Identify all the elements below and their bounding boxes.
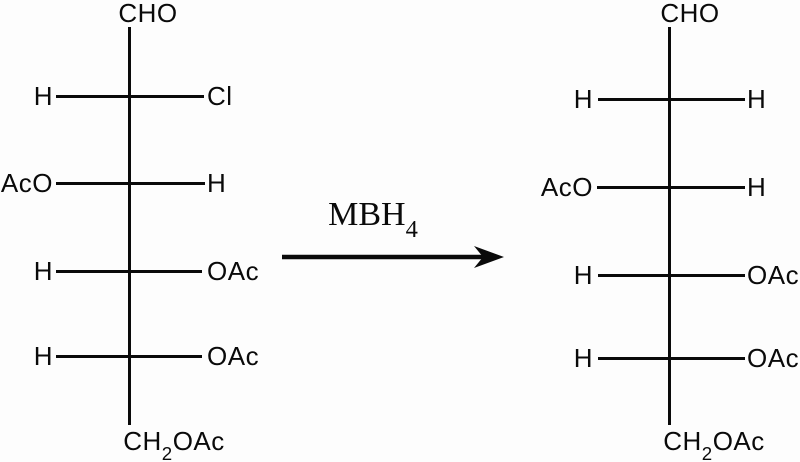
- backbone-line: [668, 27, 671, 425]
- bond-line: [597, 186, 745, 189]
- bottom-group-subscript: 2: [161, 442, 173, 462]
- reagent-label: MBH4: [328, 196, 418, 242]
- bottom-group-base: CH: [663, 426, 702, 456]
- bottom-group-rest: OAc: [712, 426, 765, 456]
- bond-line: [56, 95, 204, 98]
- substituent-label-right: OAc: [747, 260, 800, 290]
- reaction-arrow-icon: [282, 246, 504, 268]
- substituent-label-left: H: [573, 343, 593, 373]
- bond-line: [598, 98, 745, 101]
- substituent-label-left: H: [33, 81, 53, 111]
- top-group-label: CHO: [118, 0, 178, 28]
- bottom-group-subscript: 2: [701, 442, 713, 462]
- substituent-label-left: AcO: [0, 168, 53, 198]
- substituent-label-right: H: [207, 168, 227, 198]
- bottom-group-label: CH2OAc: [123, 426, 225, 462]
- substituent-label-left: H: [573, 84, 593, 114]
- product-structure: CHO H H AcO H H OAc H OAc CH2OAc: [540, 0, 800, 462]
- top-group-label: CHO: [660, 0, 720, 28]
- bond-line: [56, 355, 202, 358]
- substituent-label-right: OAc: [747, 343, 800, 373]
- reactant-structure: CHO H Cl AcO H H OAc H OAc CH2OAc: [0, 0, 270, 462]
- substituent-label-left: H: [33, 256, 53, 286]
- substituent-label-left: H: [33, 341, 53, 371]
- bond-line: [56, 182, 205, 185]
- substituent-label-right: H: [747, 84, 767, 114]
- bond-line: [598, 274, 745, 277]
- backbone-line: [128, 27, 131, 425]
- reagent-base: MBH: [328, 196, 406, 233]
- bond-line: [56, 270, 202, 273]
- reagent-subscript: 4: [405, 216, 418, 244]
- substituent-label-right: OAc: [207, 341, 260, 371]
- bottom-group-base: CH: [123, 426, 162, 456]
- substituent-label-right: H: [747, 172, 767, 202]
- substituent-label-right: Cl: [207, 81, 233, 111]
- substituent-label-left: H: [573, 260, 593, 290]
- substituent-label-right: OAc: [207, 256, 260, 286]
- bottom-group-label: CH2OAc: [663, 426, 765, 462]
- substituent-label-left: AcO: [540, 172, 593, 202]
- bottom-group-rest: OAc: [172, 426, 225, 456]
- bond-line: [598, 357, 745, 360]
